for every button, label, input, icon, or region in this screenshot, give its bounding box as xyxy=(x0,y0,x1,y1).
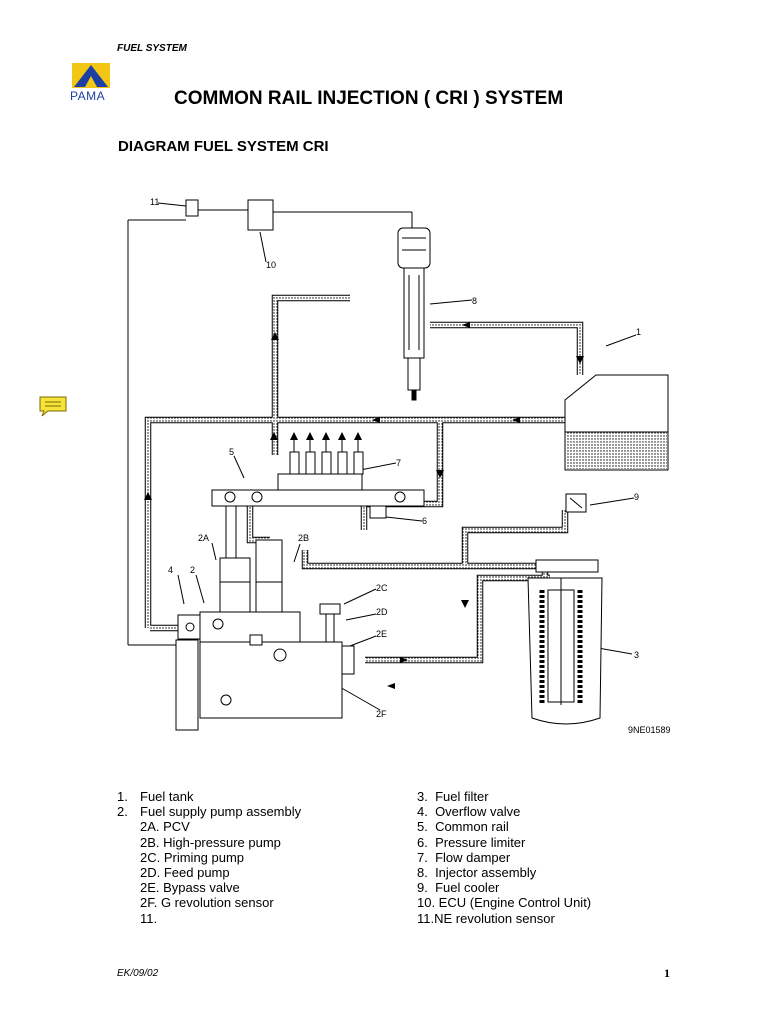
legend-item: 3. Fuel filter xyxy=(417,789,489,804)
legend-item: 2E. Bypass valve xyxy=(140,880,240,896)
legend-item: 7. Flow damper xyxy=(417,849,511,865)
callout-2d: 2D xyxy=(376,607,388,617)
callout-2b: 2B xyxy=(298,533,309,543)
legend-item: 11. xyxy=(140,910,158,926)
legend-item: 10. ECU (Engine Control Unit) xyxy=(417,895,592,911)
callout-2a: 2A xyxy=(198,533,209,543)
callout-2f: 2F xyxy=(376,709,387,719)
legend-item: 5. Common rail xyxy=(417,819,509,835)
callout-7: 7 xyxy=(396,458,401,468)
pama-logo-mark xyxy=(72,63,110,88)
callout-10: 10 xyxy=(266,260,276,270)
callout-6: 6 xyxy=(422,516,427,526)
callout-8: 8 xyxy=(472,296,477,306)
diagram-title: DIAGRAM FUEL SYSTEM CRI xyxy=(118,138,329,155)
legend-item: 1.Fuel tank xyxy=(117,789,194,804)
callout-2e: 2E xyxy=(376,629,387,639)
callout-2c: 2C xyxy=(376,583,388,593)
page-number: 1 xyxy=(664,966,670,980)
legend-item: 2.Fuel supply pump assembly xyxy=(117,804,302,820)
callout-4: 4 xyxy=(168,565,173,575)
legend-item: 2C. Priming pump xyxy=(140,849,245,865)
legend-item: 2A. PCV xyxy=(140,819,190,835)
legend-item: 9. Fuel cooler xyxy=(417,880,500,896)
legend-left-column: 1.Fuel tank 2.Fuel supply pump assembly … xyxy=(117,789,407,926)
callout-3: 3 xyxy=(634,650,639,660)
callout-5: 5 xyxy=(229,447,234,457)
legend-item: 8. Injector assembly xyxy=(417,865,537,881)
callout-11: 11 xyxy=(150,197,159,207)
logo-text: PAMA xyxy=(70,89,106,103)
footer-code: EK/09/02 xyxy=(117,968,159,979)
legend-item: 4. Overflow valve xyxy=(417,804,521,820)
legend-item: 2D. Feed pump xyxy=(140,865,230,881)
fuel-system-diagram: 11 10 8 1 5 7 9 6 2A 2B 4 2 2C 2D 2E 3 2… xyxy=(127,197,671,735)
page-title: COMMON RAIL INJECTION ( CRI ) SYSTEM xyxy=(174,88,564,109)
note-icon[interactable] xyxy=(38,395,70,417)
callout-2: 2 xyxy=(190,565,195,575)
legend-item: 2B. High-pressure pump xyxy=(140,834,281,850)
diagram-code: 9NE01589 xyxy=(628,725,671,735)
legend-right-column: 3. Fuel filter 4. Overflow valve 5. Comm… xyxy=(417,789,717,926)
callout-1: 1 xyxy=(636,327,641,337)
legend-item: 2F. G revolution sensor xyxy=(140,895,274,911)
legend-item: 11.NE revolution sensor xyxy=(417,910,555,926)
section-header: FUEL SYSTEM xyxy=(117,43,187,54)
pama-logo: PAMA xyxy=(68,62,114,103)
legend-item: 6. Pressure limiter xyxy=(417,834,526,850)
callout-9: 9 xyxy=(634,492,639,502)
